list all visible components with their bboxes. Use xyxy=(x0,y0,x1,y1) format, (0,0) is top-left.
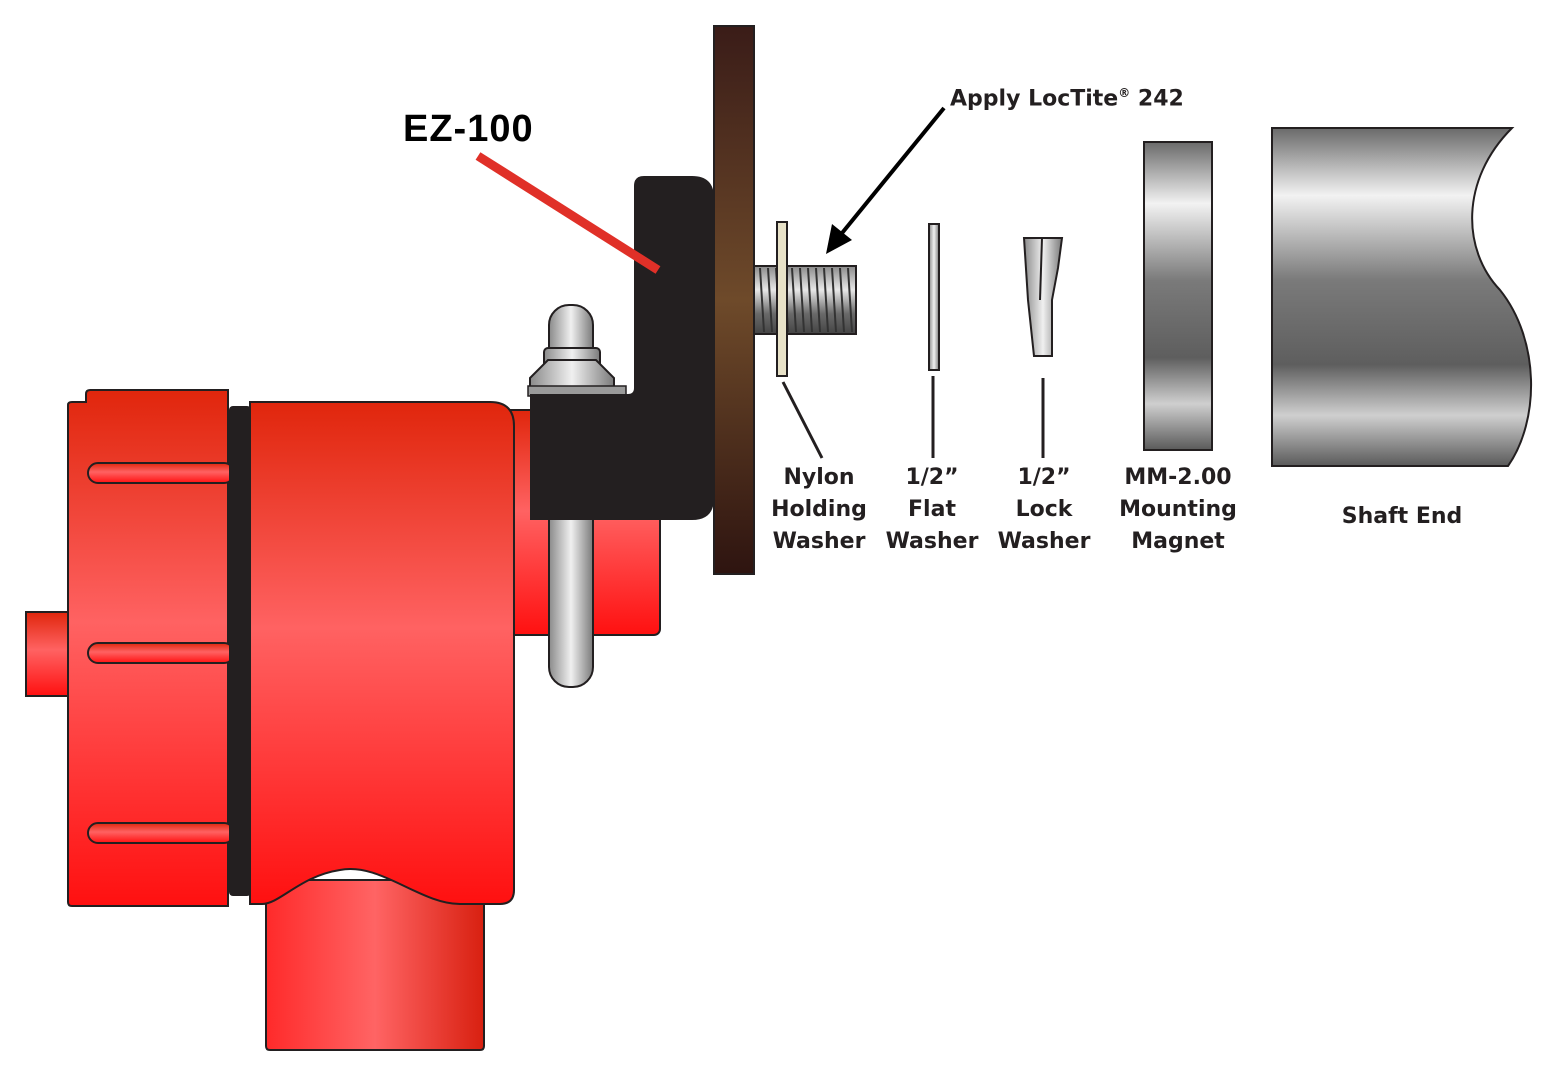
housing-body xyxy=(249,401,515,905)
nylon-holding-washer xyxy=(776,221,788,377)
loctite-grade: 242 xyxy=(1130,86,1184,112)
thread-line xyxy=(847,267,853,333)
label-line: Shaft End xyxy=(1341,504,1463,529)
mounting-magnet-label: MM-2.00 Mounting Magnet xyxy=(1112,462,1244,558)
product-label: EZ-100 xyxy=(403,108,534,150)
label-line: Holding xyxy=(771,497,867,522)
shaft-end-label: Shaft End xyxy=(1332,501,1472,533)
label-line: 1/2” xyxy=(905,465,959,490)
label-line: Flat xyxy=(908,497,956,522)
thread-line xyxy=(823,267,829,333)
housing-neck xyxy=(265,879,485,1051)
thread-line xyxy=(831,267,837,333)
thread-line xyxy=(767,267,773,333)
thread-line xyxy=(807,267,813,333)
flat-washer xyxy=(928,223,940,371)
housing-end-cap xyxy=(25,389,235,907)
ez100-pointer-line xyxy=(475,152,661,274)
thread-line xyxy=(799,267,805,333)
label-line: 1/2” xyxy=(1017,465,1071,490)
label-line: Washer xyxy=(772,529,866,554)
thread-line xyxy=(815,267,821,333)
mounting-plate xyxy=(713,25,755,575)
thread-line xyxy=(759,267,765,333)
flat-washer-label: 1/2” Flat Washer xyxy=(880,462,984,558)
nylon-washer-leader xyxy=(781,381,824,459)
threaded-stud xyxy=(753,265,857,335)
label-line: Magnet xyxy=(1131,529,1225,554)
label-line: Lock xyxy=(1015,497,1073,522)
shaft-end xyxy=(1271,127,1533,467)
mounting-magnet xyxy=(1143,141,1213,451)
label-line: Washer xyxy=(997,529,1091,554)
gasket-band xyxy=(229,406,251,896)
thread-line xyxy=(791,267,797,333)
label-line: Washer xyxy=(885,529,979,554)
lock-washer-split xyxy=(1039,237,1043,301)
label-line: Mounting xyxy=(1119,497,1237,522)
l-bracket xyxy=(530,176,714,520)
lock-washer xyxy=(1022,237,1064,357)
thread-line xyxy=(839,267,845,333)
nylon-holding-washer-label: Nylon Holding Washer xyxy=(762,462,876,558)
label-line: Nylon xyxy=(783,465,855,490)
loctite-instruction: Apply LocTite® 242 xyxy=(950,86,1184,111)
label-line: MM-2.00 xyxy=(1124,465,1232,490)
lock-washer-label: 1/2” Lock Washer xyxy=(992,462,1096,558)
loctite-text: Apply LocTite xyxy=(950,86,1119,112)
registered-mark: ® xyxy=(1118,86,1131,100)
loctite-arrow xyxy=(826,106,946,254)
